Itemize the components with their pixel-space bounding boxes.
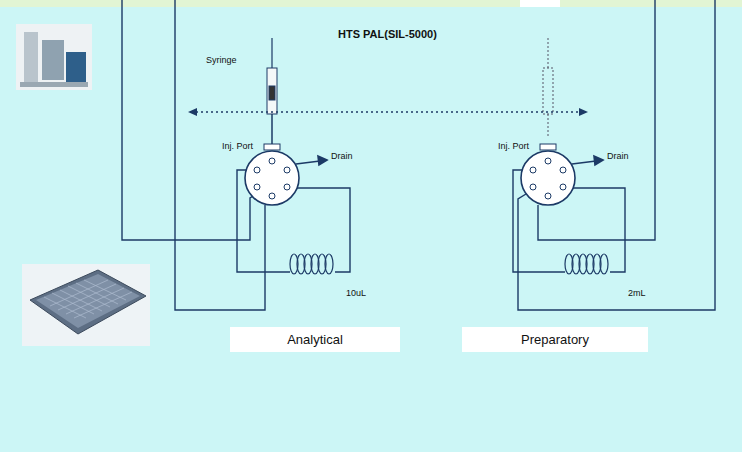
- top-band: [0, 0, 742, 7]
- injection-valve: [245, 144, 299, 205]
- device-name: HTS PAL(SIL-5000): [338, 28, 437, 40]
- well-plate: [22, 264, 150, 346]
- part-name: Syringe: [206, 56, 237, 66]
- travel-arrow: [188, 108, 588, 116]
- caption-box: Preparatory: [462, 327, 648, 352]
- syringe-ghost: [543, 38, 553, 138]
- port-name: Inj. Port: [498, 142, 529, 152]
- caption-box: Analytical: [230, 327, 400, 352]
- injection-valve: [521, 144, 575, 205]
- drain-label: Drain: [331, 152, 353, 162]
- port-name: Inj. Port: [222, 142, 253, 152]
- box-text: Preparatory: [521, 332, 589, 347]
- instrument-photo: [16, 24, 92, 90]
- tubing: [122, 0, 715, 310]
- box-text: Analytical: [287, 332, 343, 347]
- drain-label: Drain: [607, 152, 629, 162]
- sample-loop: [290, 254, 608, 274]
- syringe: [267, 38, 277, 144]
- top-gap: [520, 0, 560, 7]
- loop-volume: 10uL: [346, 289, 366, 299]
- loop-volume: 2mL: [628, 289, 646, 299]
